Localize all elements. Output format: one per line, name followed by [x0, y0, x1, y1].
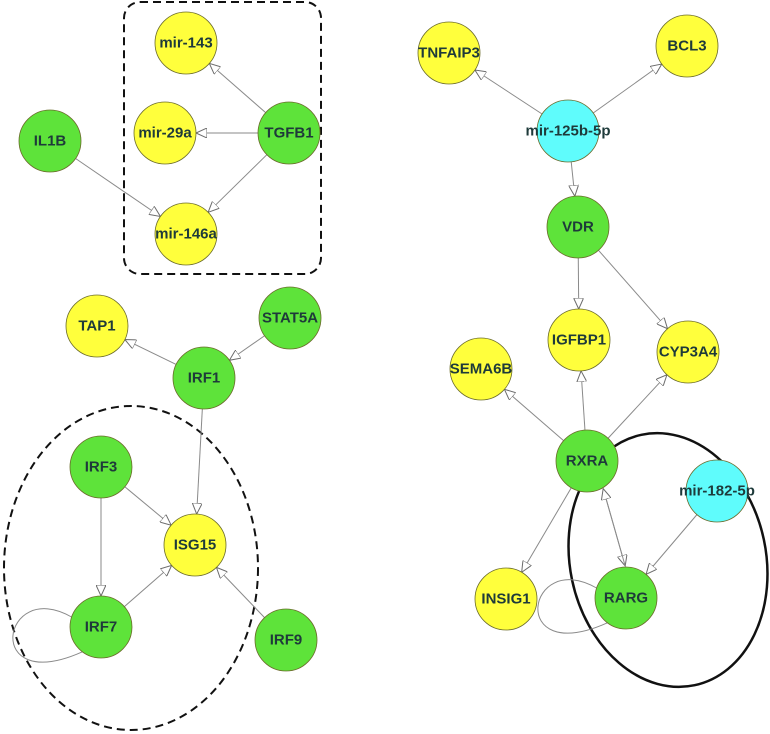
node-rxra[interactable]: RXRA	[555, 429, 619, 493]
node-circle	[154, 11, 218, 75]
node-label: IRF3	[85, 459, 118, 476]
edge-tgfb1-to-mir-146a	[208, 154, 268, 213]
tgfb1-mirna-group-outline	[123, 1, 322, 275]
edge-mir-125b-5p-to-vdr	[571, 161, 575, 196]
node-irf7[interactable]: IRF7	[69, 595, 133, 659]
edge-stat5a-to-irf1	[229, 335, 265, 361]
node-label: mir-29a	[138, 125, 192, 142]
node-sema6b[interactable]: SEMA6B	[449, 337, 513, 401]
edges	[12, 63, 698, 663]
rarg-mir182-group-outline	[567, 431, 769, 689]
node-label: ISG15	[174, 537, 217, 554]
edge-vdr-to-cyp3a4	[598, 249, 667, 328]
node-circle	[655, 14, 719, 78]
node-label: CYP3A4	[659, 344, 718, 361]
node-label: TGFB1	[264, 125, 313, 142]
edge-rarg-to-rxra	[603, 489, 626, 567]
edge-irf1-to-isg15	[197, 408, 203, 514]
node-label: VDR	[562, 219, 594, 236]
node-tap1[interactable]: TAP1	[65, 294, 129, 358]
node-irf9[interactable]: IRF9	[254, 608, 318, 672]
node-irf1[interactable]: IRF1	[172, 346, 236, 410]
edge-self-loop-rarg	[537, 579, 608, 634]
node-circle	[685, 459, 749, 523]
edge-self-loop-irf7	[12, 608, 83, 663]
node-circle	[258, 286, 322, 350]
node-label: INSIG1	[481, 591, 530, 608]
node-label: TAP1	[78, 318, 115, 335]
edge-rxra-to-sema6b	[504, 389, 564, 442]
node-mir-143[interactable]: mir-143	[154, 11, 218, 75]
node-bcl3[interactable]: BCL3	[655, 14, 719, 78]
node-circle	[133, 101, 197, 165]
edge-irf3-to-isg15	[124, 486, 171, 525]
node-label: BCL3	[667, 38, 706, 55]
node-label: IGFBP1	[552, 332, 606, 349]
edge-mir-125b-5p-to-bcl3	[592, 64, 662, 114]
node-label: IRF7	[85, 619, 118, 636]
edge-il1b-to-mir-146a	[75, 158, 161, 216]
node-label: IRF9	[270, 632, 303, 649]
node-label: STAT5A	[262, 310, 318, 327]
node-circle	[536, 99, 600, 163]
node-circle	[656, 320, 720, 384]
node-label: IL1B	[34, 133, 67, 150]
node-label: mir-146a	[155, 226, 217, 243]
group-outlines	[3, 1, 769, 731]
node-tgfb1[interactable]: TGFB1	[257, 101, 321, 165]
node-circle	[449, 337, 513, 401]
node-isg15[interactable]: ISG15	[163, 513, 227, 577]
node-mir-125b-5p[interactable]: mir-125b-5p	[525, 99, 611, 163]
node-label: mir-125b-5p	[525, 123, 610, 140]
edge-irf9-to-isg15	[216, 567, 265, 618]
node-stat5a[interactable]: STAT5A	[258, 286, 322, 350]
edge-rxra-to-igfbp1	[581, 371, 585, 431]
node-circle	[555, 429, 619, 493]
edge-mir-125b-5p-to-tnfaip3	[475, 70, 543, 115]
node-circle	[254, 608, 318, 672]
node-label: mir-143	[159, 35, 212, 52]
node-mir-29a[interactable]: mir-29a	[133, 101, 197, 165]
node-label: SEMA6B	[450, 361, 513, 378]
node-vdr[interactable]: VDR	[546, 195, 610, 259]
node-irf3[interactable]: IRF3	[69, 435, 133, 499]
node-tnfaip3[interactable]: TNFAIP3	[417, 21, 481, 85]
edge-tgfb1-to-mir-143	[209, 63, 266, 113]
node-label: IRF1	[188, 370, 221, 387]
node-label: mir-182-5p	[679, 483, 755, 500]
edge-irf7-to-isg15	[124, 565, 171, 607]
node-circle	[163, 513, 227, 577]
edge-mir-182-5p-to-rarg	[646, 514, 698, 575]
node-label: TNFAIP3	[418, 45, 480, 62]
node-mir-182-5p[interactable]: mir-182-5p	[679, 459, 755, 523]
node-circle	[18, 109, 82, 173]
node-mir-146a[interactable]: mir-146a	[154, 202, 218, 266]
node-circle	[474, 567, 538, 631]
node-circle	[172, 346, 236, 410]
node-circle	[154, 202, 218, 266]
node-circle	[65, 294, 129, 358]
edge-rxra-to-cyp3a4	[607, 375, 667, 439]
node-circle	[547, 308, 611, 372]
node-cyp3a4[interactable]: CYP3A4	[656, 320, 720, 384]
node-label: RXRA	[566, 453, 609, 470]
node-circle	[69, 435, 133, 499]
node-igfbp1[interactable]: IGFBP1	[547, 308, 611, 372]
node-il1b[interactable]: IL1B	[18, 109, 82, 173]
edge-irf1-to-tap1	[125, 340, 177, 365]
node-insig1[interactable]: INSIG1	[474, 567, 538, 631]
node-circle	[594, 566, 658, 630]
node-circle	[417, 21, 481, 85]
isg15-regulation-group-outline	[3, 405, 259, 731]
node-circle	[257, 101, 321, 165]
node-rarg[interactable]: RARG	[594, 566, 658, 630]
node-label: RARG	[604, 590, 648, 607]
node-circle	[546, 195, 610, 259]
edge-rxra-to-insig1	[522, 487, 572, 573]
node-circle	[69, 595, 133, 659]
